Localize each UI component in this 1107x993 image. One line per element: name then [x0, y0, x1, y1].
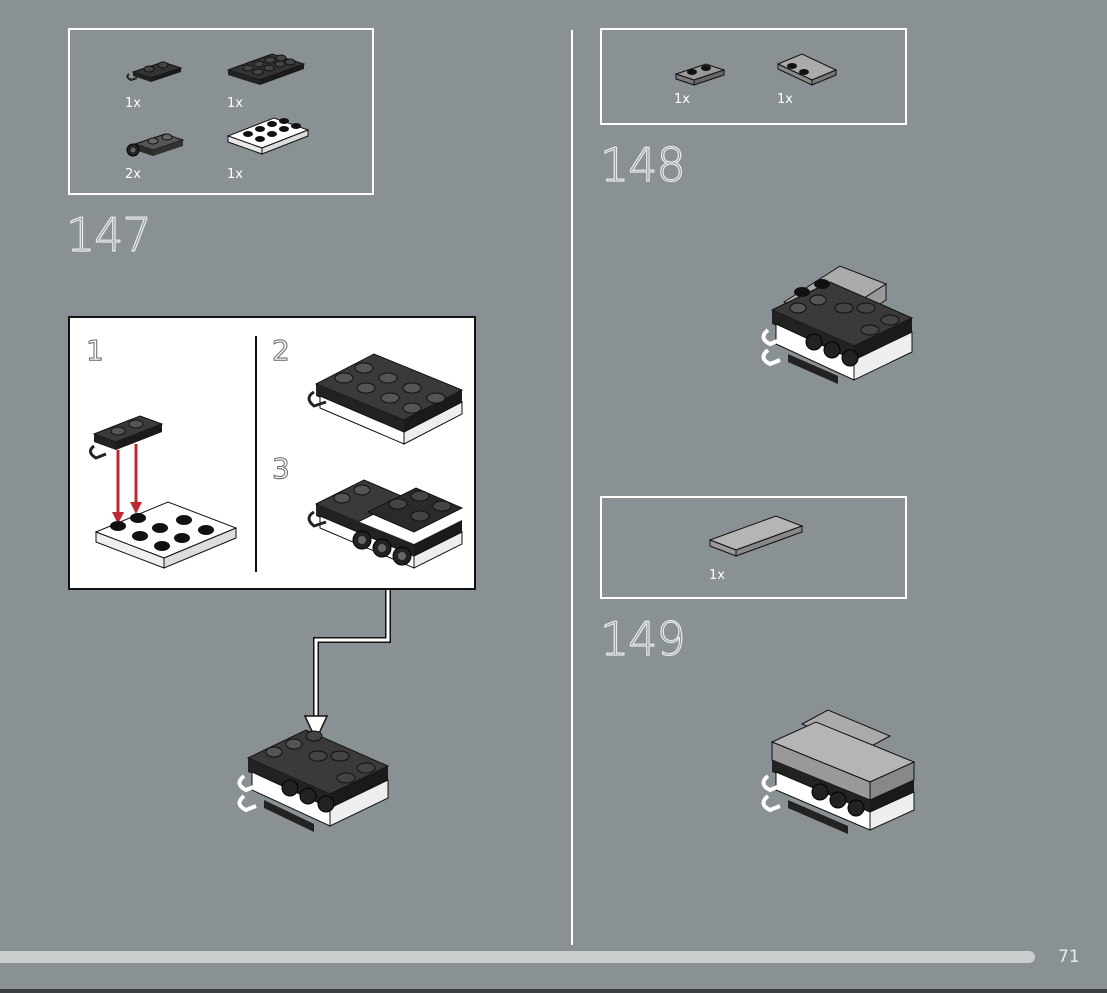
grey-plate-1x2-icon [672, 58, 728, 88]
substep-3: 3 [272, 452, 290, 485]
step-number-148: 148 [600, 138, 685, 192]
parts-list-149: 1x [600, 496, 907, 599]
bottom-strip [0, 989, 1107, 993]
callout-divider [255, 336, 257, 572]
substep-2: 2 [272, 334, 290, 367]
step-number-149: 149 [600, 612, 685, 666]
qty-label: 1x [674, 92, 690, 107]
grey-tile-2x4-icon [706, 512, 806, 562]
step-149-model [758, 706, 918, 836]
substep-2-illustration [302, 348, 472, 452]
black-plate-2x4-icon [226, 48, 306, 88]
column-divider [571, 30, 573, 945]
qty-label: 1x [227, 167, 243, 182]
step-147-model [234, 716, 394, 836]
grey-tile-2x2-icon [774, 48, 840, 88]
step-148-model [758, 262, 918, 392]
qty-label: 1x [125, 96, 141, 111]
white-plate-2x4-icon [226, 110, 310, 158]
page-number: 71 [1058, 947, 1080, 967]
qty-label: 1x [777, 92, 793, 107]
substep-1-illustration [88, 404, 248, 574]
parts-list-148: 1x 1x [600, 28, 907, 125]
substep-3-illustration [302, 468, 472, 578]
substep-1: 1 [86, 334, 104, 367]
dark-plate-with-clip-icon [125, 130, 185, 164]
black-plate-1x2-with-clip-icon [125, 58, 185, 88]
qty-label: 1x [709, 568, 725, 583]
subassembly-callout: 1 2 3 [68, 316, 476, 590]
step-number-147: 147 [66, 208, 151, 262]
qty-label: 2x [125, 167, 141, 182]
progress-bar [0, 951, 1035, 963]
parts-list-147: 1x 1x 2x 1x [68, 28, 374, 195]
qty-label: 1x [227, 96, 243, 111]
